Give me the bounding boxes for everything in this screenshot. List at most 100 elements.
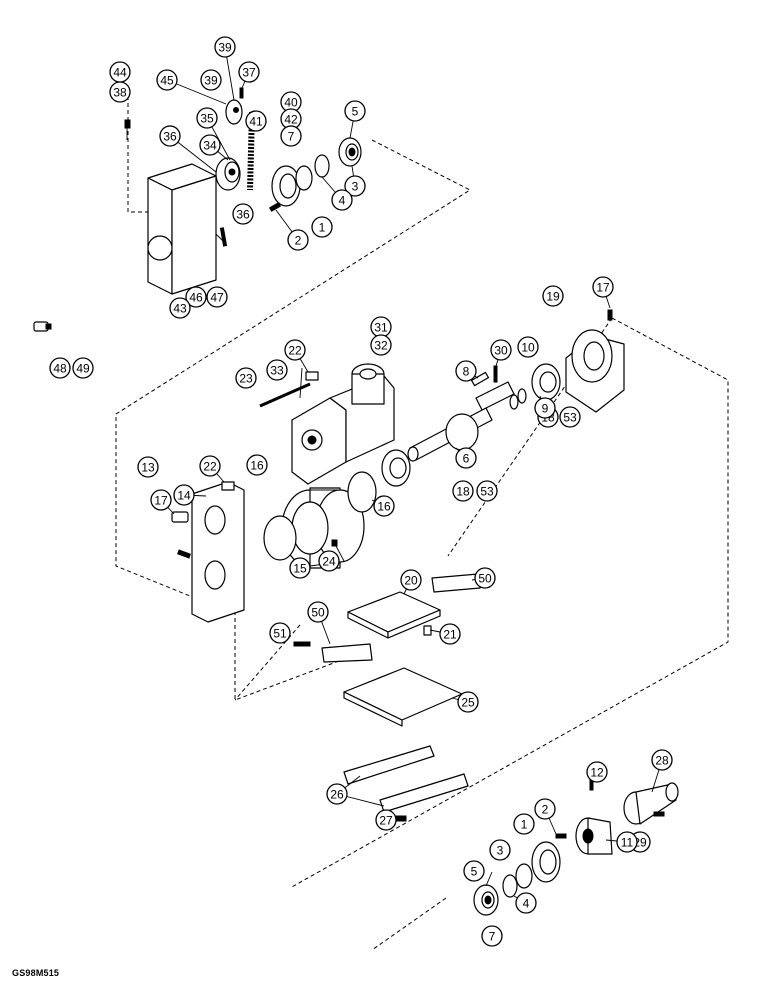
- callout-label: 15: [293, 562, 307, 576]
- callout-ring: [206, 286, 228, 308]
- callout-14: 14: [173, 484, 195, 506]
- callout-ring: [307, 601, 329, 623]
- callout-ring: [199, 455, 221, 477]
- callout-ring: [490, 339, 512, 361]
- callout-label: 3: [497, 844, 504, 858]
- callout-5: 5: [463, 860, 485, 882]
- callout-36: 36: [159, 125, 181, 147]
- callout-ring: [109, 81, 131, 103]
- callout-24: 24: [318, 550, 340, 572]
- callout-22: 22: [199, 455, 221, 477]
- callout-36: 36: [232, 203, 254, 225]
- callout-label: 2: [542, 803, 549, 817]
- callout-label: 12: [590, 766, 604, 780]
- bar-50-right: [431, 573, 481, 593]
- callout-label: 45: [160, 74, 174, 88]
- callout-label: 6: [463, 452, 470, 466]
- callout-label: 44: [113, 66, 127, 80]
- callout-ring: [370, 334, 392, 356]
- callout-21: 21: [439, 623, 461, 645]
- bearing-18-lower: [381, 449, 411, 487]
- callout-ring: [542, 285, 564, 307]
- callout-8: 8: [455, 360, 477, 382]
- callout-label: 19: [546, 290, 560, 304]
- callout-label: 18: [456, 485, 470, 499]
- callout-ring: [232, 203, 254, 225]
- callout-ring: [72, 357, 94, 379]
- callout-ring: [400, 569, 422, 591]
- callout-ring: [173, 484, 195, 506]
- callout-ring: [513, 813, 535, 835]
- screw-21: [423, 625, 432, 636]
- flange-1-lower: [531, 841, 561, 883]
- callout-ring: [280, 125, 302, 147]
- callout-16: 16: [373, 495, 395, 517]
- callout-label: 4: [339, 194, 346, 208]
- coupler-11: [575, 817, 613, 855]
- callout-label: 38: [113, 86, 127, 100]
- callout-ring: [185, 286, 207, 308]
- callout-label: 23: [239, 372, 253, 386]
- callout-9: 9: [534, 397, 556, 419]
- callout-5: 5: [344, 100, 366, 122]
- callout-31: 31: [370, 316, 392, 338]
- callout-2: 2: [534, 798, 556, 820]
- callout-ring: [199, 134, 221, 156]
- callout-label: 40: [284, 96, 298, 110]
- callout-7: 7: [280, 125, 302, 147]
- callout-ring: [534, 798, 556, 820]
- callout-ring: [452, 480, 474, 502]
- callout-ring: [534, 397, 556, 419]
- callout-label: 47: [210, 291, 224, 305]
- plate-20: [347, 591, 441, 639]
- callout-41: 41: [245, 110, 267, 132]
- ring-3-lower: [515, 863, 533, 889]
- pin-46: [219, 227, 228, 247]
- callout-2: 2: [287, 229, 309, 251]
- callout-label: 5: [471, 865, 478, 879]
- callout-ring: [214, 36, 236, 58]
- plate-25: [343, 667, 463, 727]
- callout-ring: [592, 276, 614, 298]
- ring-4-lower: [502, 874, 518, 898]
- callout-33: 33: [266, 359, 288, 381]
- callout-ring: [439, 623, 461, 645]
- callout-ring: [344, 100, 366, 122]
- callout-50: 50: [474, 567, 496, 589]
- callout-label: 13: [141, 461, 155, 475]
- shaft-6: [407, 381, 515, 462]
- callout-label: 24: [322, 555, 336, 569]
- callout-label: 25: [461, 696, 475, 710]
- screw-17-upper: [607, 309, 613, 321]
- callout-ring: [586, 761, 608, 783]
- callout-label: 49: [76, 362, 90, 376]
- flange-1-top: [271, 165, 301, 207]
- screw-51: [293, 641, 311, 647]
- pillow-block-19: [565, 329, 625, 413]
- callout-ring: [515, 892, 537, 914]
- callout-label: 11: [621, 836, 634, 850]
- housing-43: [147, 163, 227, 295]
- callout-39: 39: [200, 69, 222, 91]
- callout-ring: [289, 557, 311, 579]
- callout-6: 6: [455, 447, 477, 469]
- callout-28: 28: [651, 749, 673, 771]
- callout-label: 35: [200, 112, 214, 126]
- callout-35: 35: [196, 107, 218, 129]
- callout-ring: [200, 69, 222, 91]
- bearing-5-top: [338, 137, 362, 167]
- callout-ring: [156, 69, 178, 91]
- callout-4: 4: [515, 892, 537, 914]
- callout-ring: [326, 783, 348, 805]
- fitting-14: [171, 511, 189, 523]
- pulley-37: [225, 99, 243, 125]
- callout-label: 17: [596, 281, 610, 295]
- callout-label: 33: [270, 364, 284, 378]
- callout-label: 16: [250, 459, 264, 473]
- callout-10: 10: [517, 336, 539, 358]
- callout-label: 4: [523, 897, 530, 911]
- rod-23: [259, 382, 311, 408]
- callout-45: 45: [156, 69, 178, 91]
- callout-ring: [269, 622, 291, 644]
